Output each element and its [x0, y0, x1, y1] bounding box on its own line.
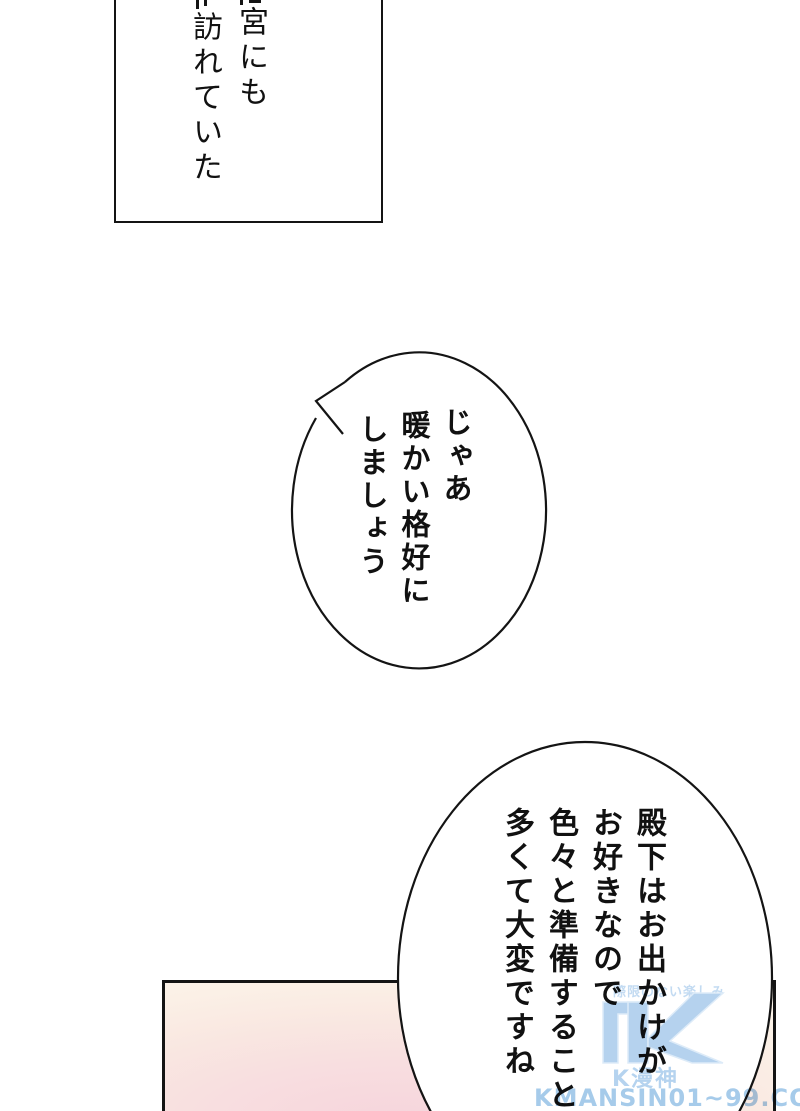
clipped-glyph-fragment — [249, 0, 261, 3]
speech-bubble-warm-text: じゃあ 暖かい格好に しましょう — [351, 407, 477, 617]
speech-line: じゃあ — [439, 407, 473, 506]
narration-line: 宮にも — [233, 6, 268, 111]
speech-bubble-warm-shape — [290, 351, 548, 670]
clipped-glyph-fragment — [240, 0, 243, 5]
speech-line: 色々と準備すること — [543, 807, 578, 1111]
clipped-glyph-fragment — [196, 0, 199, 9]
speech-line: しましょう — [355, 414, 389, 579]
speech-line: お好きなので — [587, 807, 622, 1011]
speech-bubble-prep-text: 殿下はお出かけが お好きなので 色々と準備すること 多くて大変ですね — [494, 807, 670, 1111]
narration-box — [114, 0, 383, 223]
speech-line: 殿下はお出かけが — [631, 807, 666, 1079]
clipped-glyph-fragment — [204, 0, 207, 6]
narration-line: 訪れていた — [187, 11, 222, 186]
speech-line: 多くて大変ですね — [499, 807, 534, 1079]
narration-text: 宮にも 訪れていた — [181, 6, 273, 192]
speech-line: 暖かい格好に — [397, 410, 431, 608]
